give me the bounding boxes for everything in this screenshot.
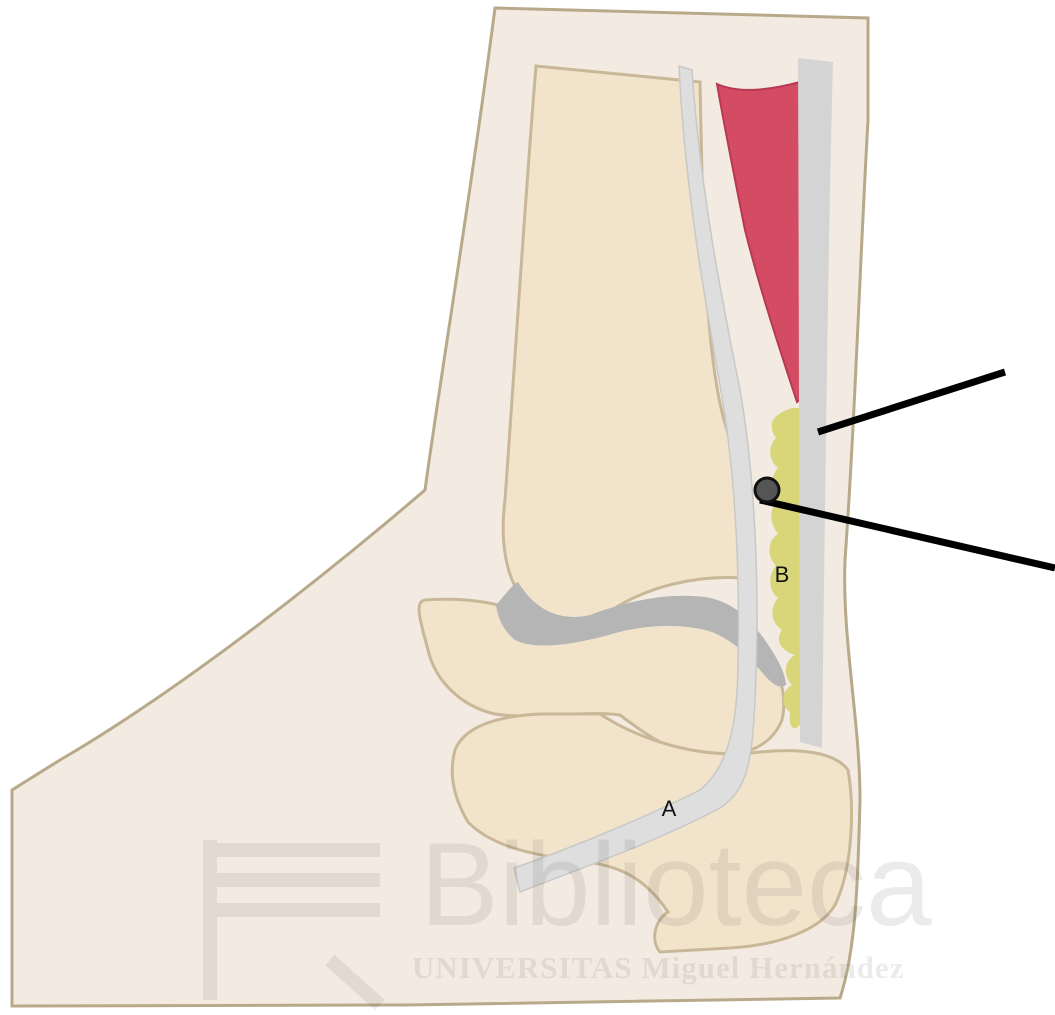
watermark-subtitle: UNIVERSITAS Miguel Hernández — [412, 950, 904, 985]
watermark-title: Biblioteca — [420, 819, 932, 951]
label-b: B — [775, 562, 790, 587]
label-a: A — [662, 796, 677, 821]
marker-dot — [755, 478, 779, 502]
